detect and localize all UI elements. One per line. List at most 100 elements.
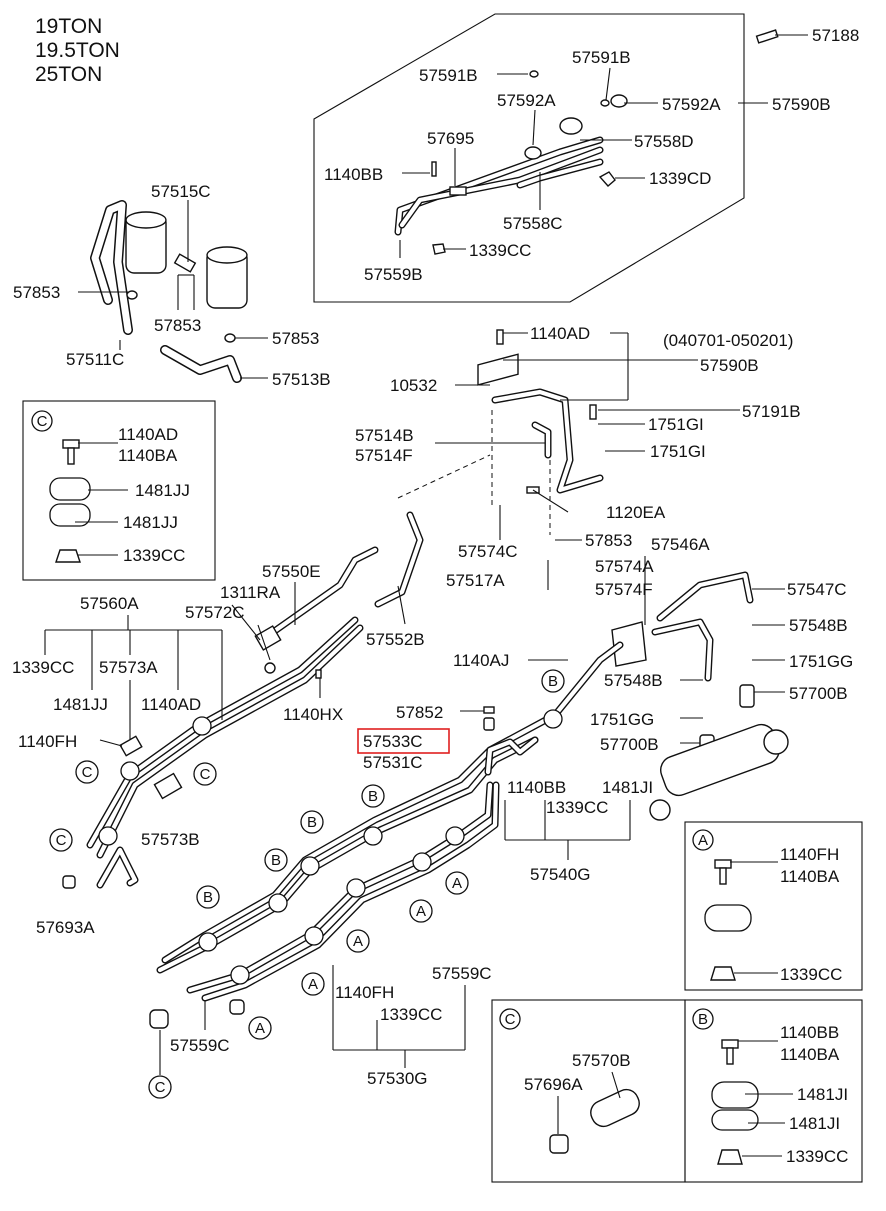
detail-b-label-4: 1481JI — [789, 1114, 840, 1133]
callout-1481JI-mid: 1481JI — [602, 778, 653, 797]
marker-b: B — [361, 784, 385, 808]
callout-labels: 57188 57591B 57591B 57592A 57592A 57590B… — [12, 26, 859, 1088]
svg-text:B: B — [548, 673, 558, 690]
callout-1140FH-bottom: 1140FH — [335, 983, 394, 1002]
svg-text:C: C — [505, 1011, 516, 1028]
callout-57550E: 57550E — [262, 562, 321, 581]
detail-c-bottom-parts — [549, 1088, 640, 1154]
detail-b-label-5: 1339CC — [786, 1147, 848, 1166]
callout-57517A: 57517A — [446, 571, 505, 590]
selected-part-highlight — [357, 728, 450, 754]
svg-text:B: B — [368, 788, 378, 805]
detail-c-top-label-4: 1481JJ — [123, 513, 178, 532]
detail-b-frame — [684, 999, 863, 1183]
svg-text:B: B — [271, 852, 281, 869]
callout-1339CC-top: 1339CC — [469, 241, 531, 260]
callout-57514F: 57514F — [355, 446, 413, 465]
detail-b-label-1: 1140BB — [780, 1023, 839, 1042]
marker-b: B — [264, 848, 288, 872]
filter-group — [90, 200, 248, 383]
callout-1140BB-top: 1140BB — [324, 165, 383, 184]
callout-57531C: 57531C — [363, 753, 423, 772]
callout-57693A: 57693A — [36, 918, 95, 937]
callout-57559C-right: 57559C — [432, 964, 492, 983]
callout-57552B: 57552B — [366, 630, 425, 649]
callout-57547C: 57547C — [787, 580, 847, 599]
svg-text:A: A — [452, 875, 462, 892]
detail-b-label-3: 1481JI — [797, 1085, 848, 1104]
clip-markers: B B B B B B A A A A A A A C C C C — [49, 669, 565, 1099]
callout-date-range: (040701-050201) — [663, 331, 793, 350]
dashed-leader — [397, 454, 491, 499]
marker-b: B — [541, 669, 565, 693]
callout-57558C: 57558C — [503, 214, 563, 233]
callout-57574F: 57574F — [595, 580, 653, 599]
callout-1140BB-mid: 1140BB — [507, 778, 566, 797]
detail-c-top-label-3: 1481JJ — [135, 481, 190, 500]
callout-57530G: 57530G — [367, 1069, 428, 1088]
callout-57540G: 57540G — [530, 865, 591, 884]
callout-1751GG-mid: 1751GG — [590, 710, 654, 729]
callout-57700B-mid: 57700B — [600, 735, 659, 754]
main-pipe-57530G — [186, 781, 500, 1002]
callout-57513B: 57513B — [272, 370, 331, 389]
callout-57853-c: 57853 — [272, 329, 319, 348]
marker-a: A — [409, 899, 433, 923]
callout-57546A: 57546A — [651, 535, 710, 554]
detail-b-parts — [711, 1039, 759, 1165]
callout-1339CC-mid: 1339CC — [546, 798, 608, 817]
svg-text:A: A — [353, 933, 363, 950]
marker-a: A — [346, 929, 370, 953]
callout-1751GI-a: 1751GI — [648, 415, 704, 434]
leader-lines — [44, 34, 808, 1075]
detail-a-badge: A — [692, 829, 714, 851]
pipe-clips — [98, 709, 563, 985]
callout-57591B-left: 57591B — [419, 66, 478, 85]
callout-57533C: 57533C — [363, 732, 423, 751]
callout-57572C: 57572C — [185, 603, 245, 622]
callout-1140FH-left: 1140FH — [18, 732, 77, 751]
callout-57853-a: 57853 — [13, 283, 60, 302]
callout-57560A: 57560A — [80, 594, 139, 613]
detail-a-frame — [684, 821, 863, 991]
detail-c-bottom-badge: C — [499, 1008, 521, 1030]
callout-1140HX: 1140HX — [283, 705, 343, 724]
marker-a: A — [248, 1016, 272, 1040]
callout-57695: 57695 — [427, 129, 474, 148]
detail-a-label-1: 1140FH — [780, 845, 839, 864]
detail-c-top-frame — [22, 400, 216, 581]
small-parts-left — [62, 625, 495, 1029]
callout-57548B-mid: 57548B — [604, 671, 663, 690]
hose-assembly-57590B-mid — [477, 329, 604, 494]
detail-c-top-badge: C — [31, 410, 53, 432]
cylinder-assembly — [611, 571, 789, 821]
callout-57515C: 57515C — [151, 182, 211, 201]
callout-57574C: 57574C — [458, 542, 518, 561]
svg-text:B: B — [307, 814, 317, 831]
detail-c-top-label-5: 1339CC — [123, 546, 185, 565]
marker-c: C — [75, 760, 99, 784]
marker-c: C — [148, 1075, 172, 1099]
callout-57853-d: 57853 — [585, 531, 632, 550]
callout-57559C-left: 57559C — [170, 1036, 230, 1055]
detail-c-bottom-label-1: 57570B — [572, 1051, 631, 1070]
callout-57590B-mid: 57590B — [700, 356, 759, 375]
svg-text:A: A — [698, 832, 708, 849]
detail-a-parts — [704, 859, 752, 981]
callout-57191B: 57191B — [742, 402, 801, 421]
callout-1751GG-right: 1751GG — [789, 652, 853, 671]
detail-c-bottom-frame — [491, 999, 686, 1183]
callout-57558D: 57558D — [634, 132, 694, 151]
callout-57590B-top: 57590B — [772, 95, 831, 114]
callout-57511C: 57511C — [66, 350, 124, 369]
svg-text:C: C — [37, 413, 48, 430]
detail-c-top-label-2: 1140BA — [118, 446, 178, 465]
tonnage-line-1: 19TON — [35, 15, 102, 38]
callout-57188: 57188 — [812, 26, 859, 45]
detail-b-badge: B — [692, 1008, 714, 1030]
detail-c-top-label-1: 1140AD — [118, 425, 178, 444]
callout-57548B-right: 57548B — [789, 616, 848, 635]
callout-1339CD: 1339CD — [649, 169, 711, 188]
